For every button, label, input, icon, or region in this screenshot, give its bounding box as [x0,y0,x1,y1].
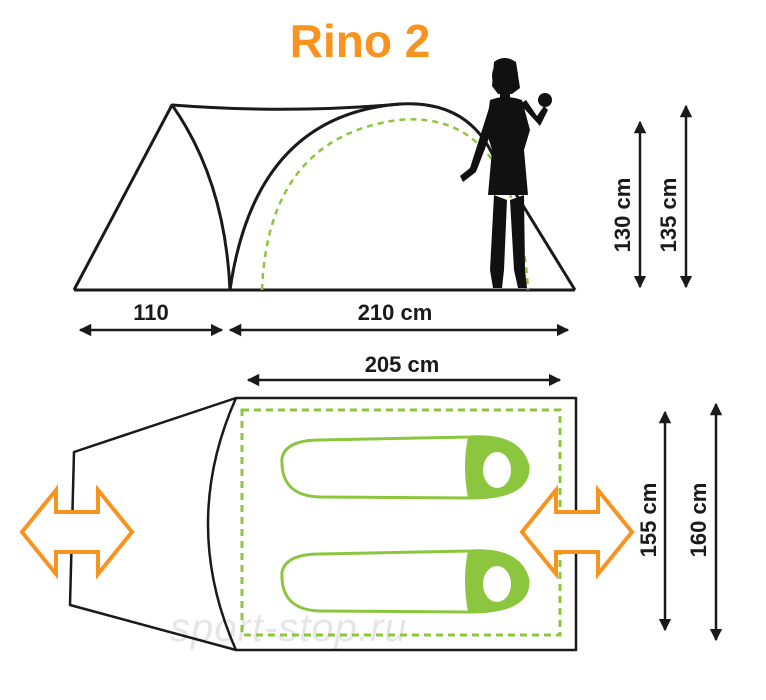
label-height-inner: 130 cm [610,178,635,253]
label-inner-length: 210 cm [358,300,433,325]
top-vestibule-curve [206,397,238,651]
side-view [72,58,577,292]
double-arrow-icon [19,484,135,580]
side-main-arch [228,102,401,291]
top-view [19,396,635,652]
label-vestibule-length: 110 [133,300,169,325]
side-vestibule-pole [170,104,232,291]
top-inner-tent-dashed [240,408,562,637]
label-width-outer: 160 cm [686,483,711,558]
label-width-inner: 155 cm [636,483,661,558]
label-height-outer: 135 cm [656,178,681,253]
sleeping-bag-icon [280,549,530,614]
label-floor-length: 205 cm [365,352,440,377]
sleeping-bag-icon [280,435,530,500]
double-arrow-icon [519,484,635,580]
side-dimensions: 110 210 cm 130 cm 135 cm 205 cm 155 cm 1… [78,104,723,642]
person-silhouette-icon [460,58,552,288]
product-title: Rino 2 [289,15,431,67]
